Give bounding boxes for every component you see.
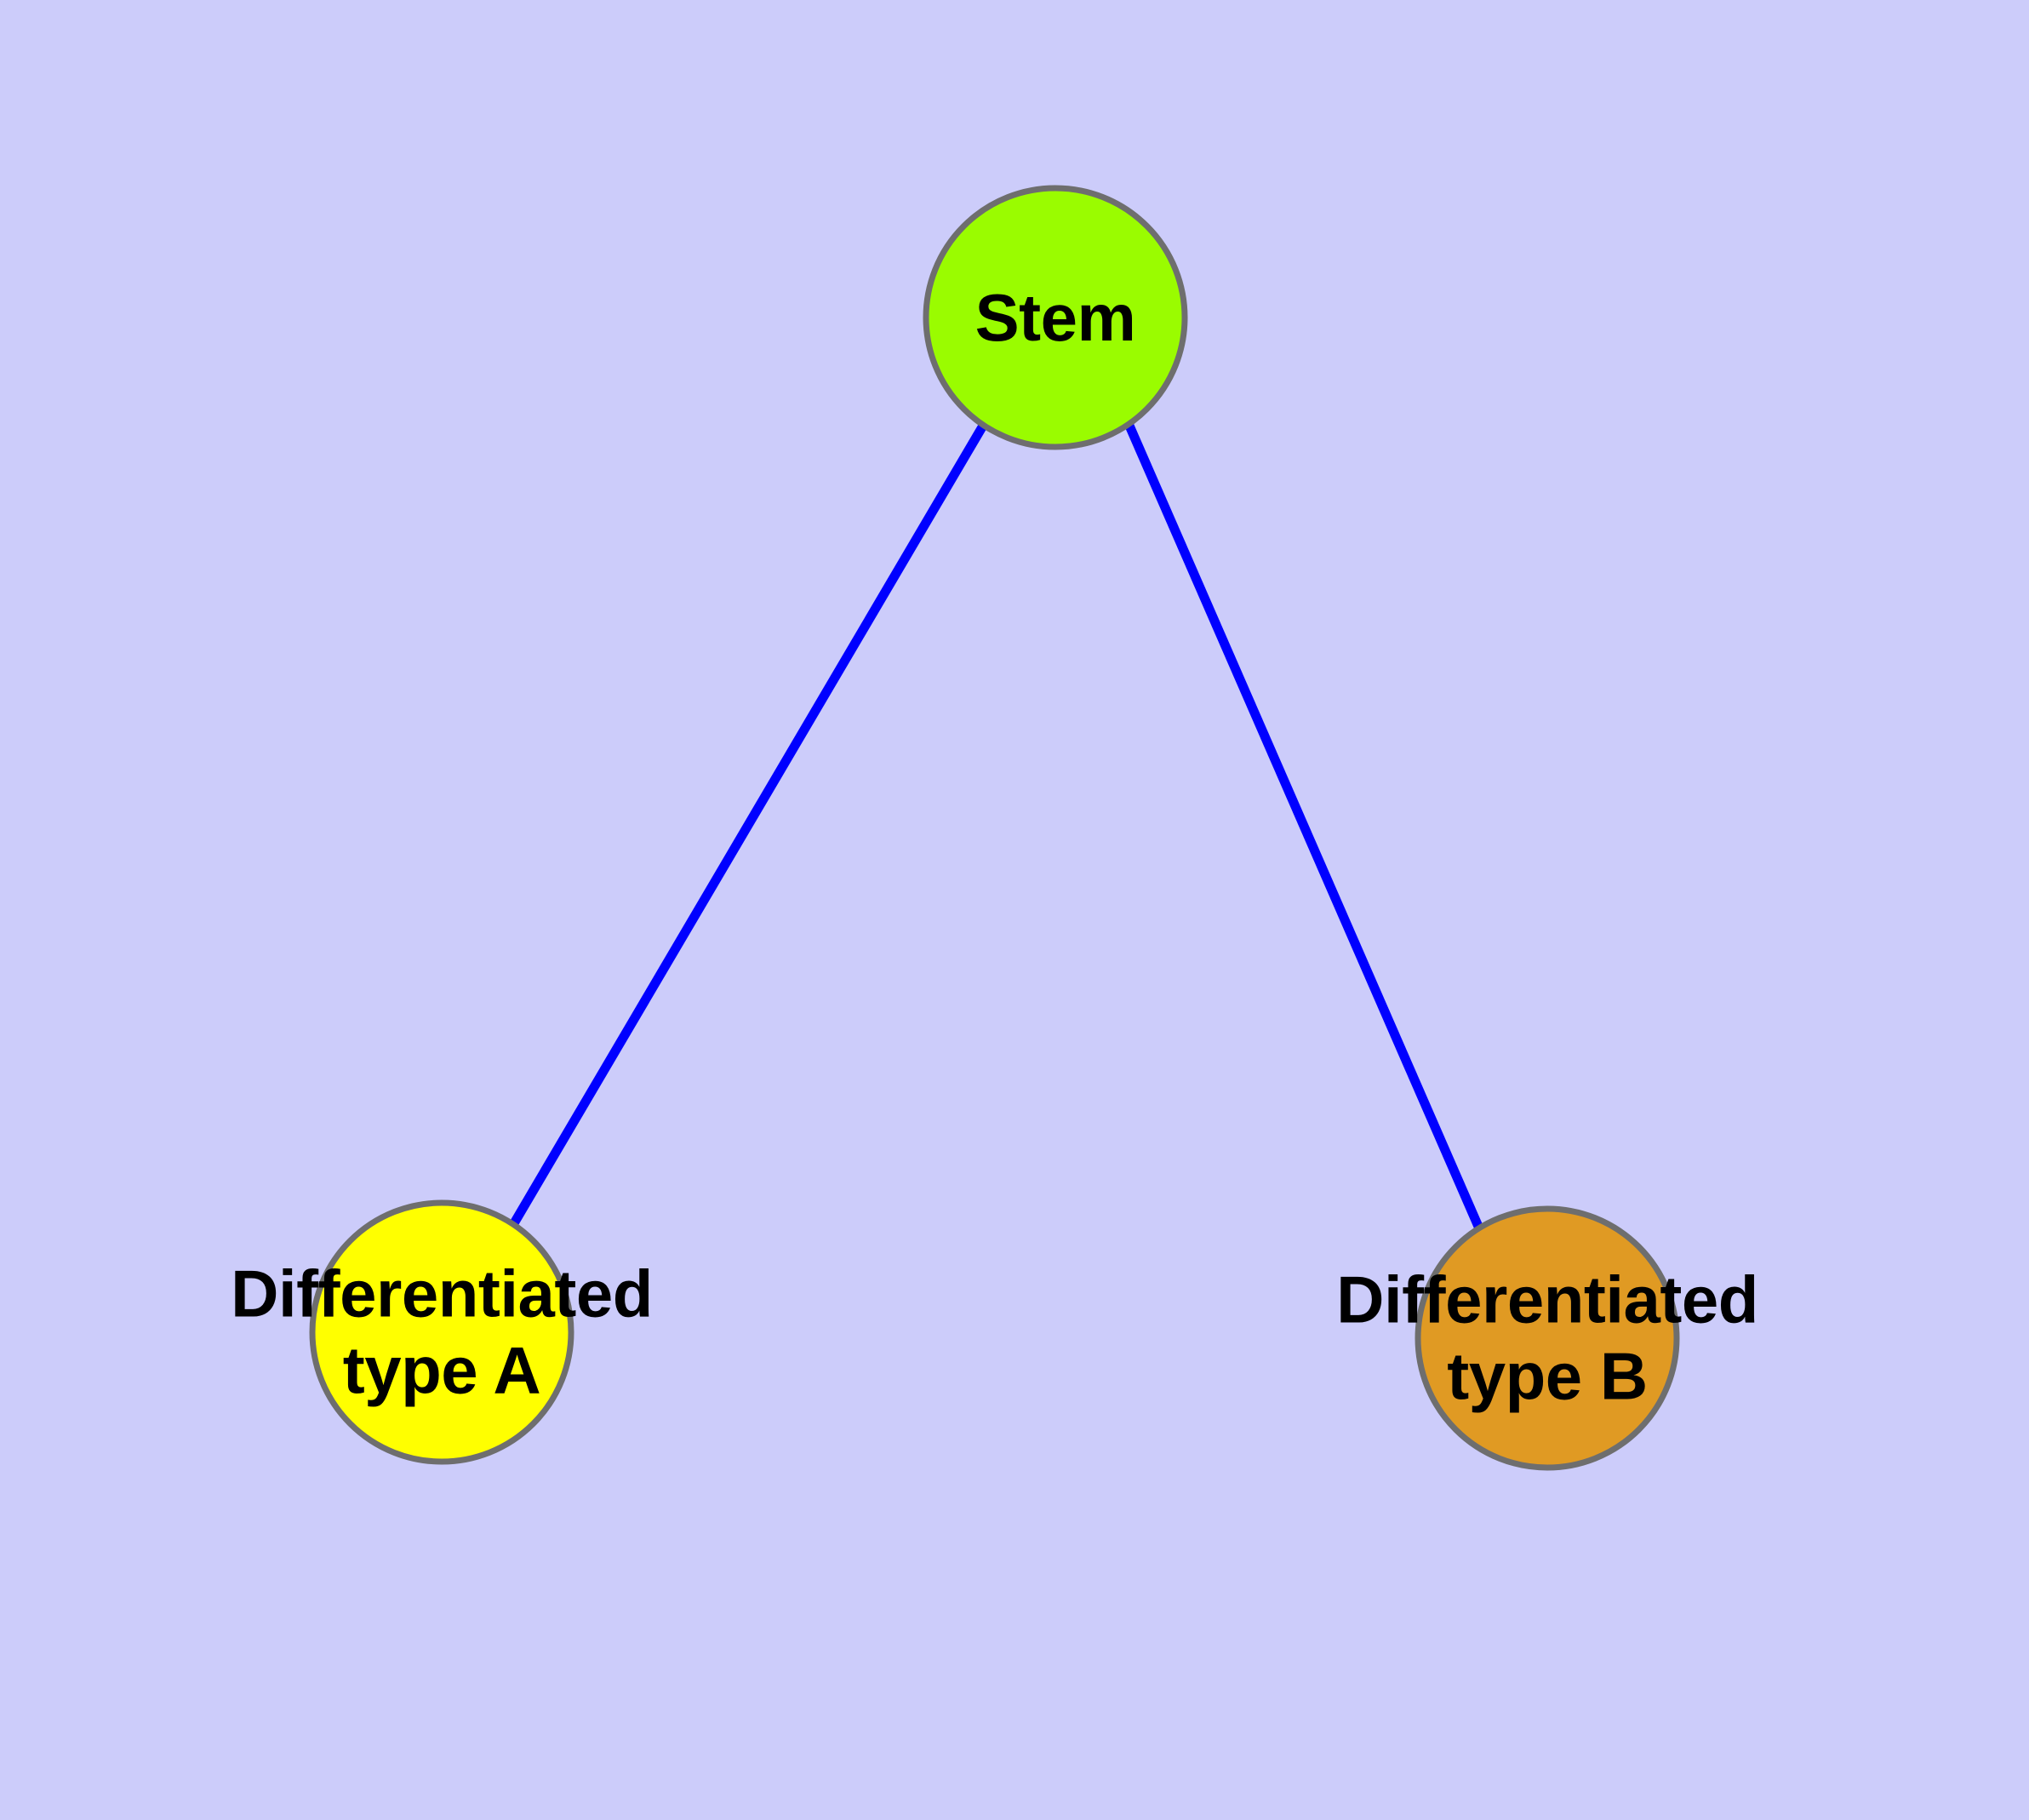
edges-layer <box>510 423 1484 1231</box>
graph-node-diff-a[interactable] <box>309 1199 574 1465</box>
nodes-layer <box>309 185 1680 1471</box>
graph-edge <box>1124 423 1484 1231</box>
graph-node-diff-b[interactable] <box>1415 1205 1680 1471</box>
graph-edge <box>510 423 987 1226</box>
graph-node-stem[interactable] <box>923 185 1188 450</box>
